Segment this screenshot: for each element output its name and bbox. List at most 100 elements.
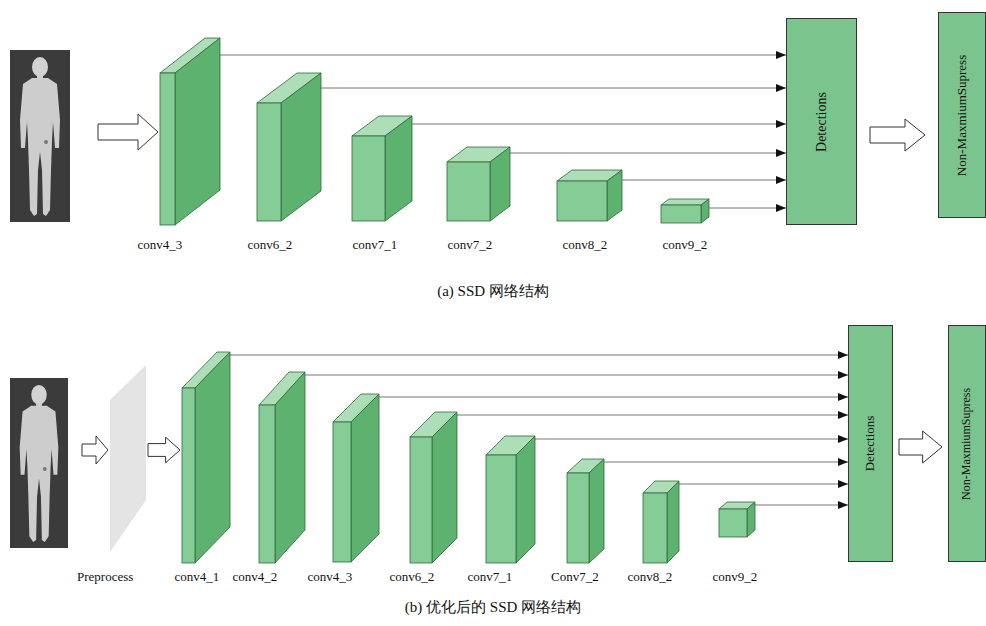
feature-map-box: Conv7_2	[567, 459, 604, 563]
preprocess-plane-fill	[110, 365, 146, 552]
cuboid-shape	[447, 147, 510, 221]
layer-label: conv6_2	[248, 238, 293, 253]
cuboid-shape	[486, 436, 535, 563]
cuboid-side	[195, 352, 230, 563]
cuboid-shape	[333, 394, 379, 562]
cuboid-side	[385, 116, 412, 221]
cuboid-front	[567, 473, 589, 563]
cuboid-side	[432, 412, 457, 563]
layer-label: conv9_2	[713, 570, 758, 585]
feature-arrow	[535, 439, 848, 440]
feature-arrow	[220, 55, 786, 56]
layer-label: conv4_3	[138, 238, 183, 253]
feature-map-box: conv4_3	[160, 38, 220, 225]
block-arrow	[148, 437, 180, 463]
feature-arrow	[379, 397, 848, 398]
cuboid-front	[257, 103, 281, 221]
cuboid-shape	[352, 116, 412, 221]
stage-box: Non-MaxmiumSupress	[948, 325, 986, 562]
cuboid-side	[175, 38, 220, 225]
feature-arrow	[321, 88, 786, 89]
cuboid-shape	[182, 352, 230, 563]
block-arrow	[899, 431, 942, 463]
cuboid-side	[607, 170, 622, 221]
feature-arrow	[412, 124, 786, 125]
layer-label: conv7_1	[468, 570, 513, 585]
feature-arrow	[305, 375, 848, 376]
feature-arrow	[230, 355, 848, 356]
thermal-image	[10, 50, 70, 222]
cuboid-front	[182, 388, 195, 563]
caption-row: (a) SSD 网络结构	[0, 282, 986, 300]
stage-label: Non-MaxmiumSupress	[960, 387, 974, 499]
preprocess-plane: Preprocess	[110, 365, 146, 552]
layer-label: conv6_2	[390, 570, 435, 585]
cuboid-side	[281, 73, 321, 221]
cuboid-front	[410, 437, 432, 563]
input-arrow	[82, 436, 108, 464]
cuboid-side	[490, 147, 510, 221]
cuboid-front	[643, 493, 667, 563]
feature-map-box: conv7_1	[486, 436, 535, 563]
feature-arrow	[709, 208, 786, 209]
feature-arrow	[622, 180, 786, 181]
layer-label: Preprocess	[77, 570, 133, 585]
thermal-image	[10, 378, 68, 548]
cuboid-side	[275, 372, 305, 563]
feature-arrow	[679, 484, 848, 485]
cuboid-shape	[259, 372, 305, 563]
cuboid-front	[333, 422, 351, 562]
feature-map-box: conv4_2	[259, 372, 305, 563]
cuboid-side	[747, 502, 755, 537]
cuboid-shape	[719, 502, 755, 537]
stage-label: Non-MaxmiumSupress	[955, 54, 970, 175]
layer-label: conv4_2	[233, 570, 278, 585]
cuboid-front	[719, 509, 747, 537]
feature-arrow	[457, 415, 848, 416]
feature-map-box: conv4_3	[333, 394, 379, 562]
cuboid-shape	[661, 199, 709, 223]
layer-label: conv7_1	[353, 238, 398, 253]
block-arrow	[870, 119, 925, 151]
stage-box: Detections	[786, 18, 857, 225]
feature-map-box: conv8_2	[643, 481, 679, 563]
cuboid-front	[447, 162, 490, 221]
feature-map-box: conv6_2	[257, 73, 321, 221]
stage-label: Detections	[813, 92, 829, 152]
feature-map-box: conv7_1	[352, 116, 412, 221]
feature-map-box: conv7_2	[447, 147, 510, 221]
layer-label: conv8_2	[628, 570, 673, 585]
cuboid-shape	[557, 170, 622, 221]
cuboid-side	[516, 436, 535, 563]
feature-map-box: conv4_1	[182, 352, 230, 563]
stage-label: Detections	[863, 416, 878, 472]
feature-arrow	[755, 505, 848, 506]
layer-label: conv4_1	[175, 570, 220, 585]
cuboid-side	[351, 394, 379, 562]
cuboid-shape	[410, 412, 457, 563]
cuboid-front	[160, 73, 175, 225]
cuboid-shape	[160, 38, 220, 225]
cuboid-front	[557, 181, 607, 221]
figure-caption: (b) 优化后的 SSD 网络结构	[405, 599, 581, 616]
feature-arrow	[510, 153, 786, 154]
cuboid-side	[667, 481, 679, 563]
cuboid-shape	[567, 459, 604, 563]
feature-map-box: conv9_2	[719, 502, 755, 537]
cuboid-front	[661, 205, 701, 223]
cuboid-side	[701, 199, 709, 223]
stage-box: Detections	[848, 325, 893, 562]
layer-label: conv4_3	[308, 570, 353, 585]
feature-map-box: conv9_2	[661, 199, 709, 223]
feature-arrow	[604, 462, 848, 463]
cuboid-front	[259, 405, 275, 563]
cuboid-side	[589, 459, 604, 563]
layer-label: Conv7_2	[551, 570, 599, 585]
preprocess-shape	[110, 365, 146, 552]
caption-row: (b) 优化后的 SSD 网络结构	[0, 598, 986, 616]
cuboid-shape	[257, 73, 321, 221]
input-arrow	[98, 114, 158, 150]
cuboid-shape	[643, 481, 679, 563]
layer-label: conv9_2	[663, 238, 708, 253]
